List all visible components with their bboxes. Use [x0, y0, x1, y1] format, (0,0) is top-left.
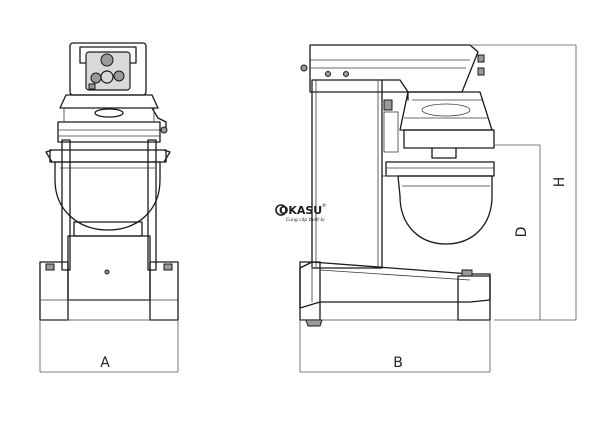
watermark-registered: ®: [322, 202, 327, 209]
side-bowl-rim: [385, 161, 495, 177]
dimension-label-b: B: [393, 355, 403, 371]
side-column: [311, 79, 383, 269]
front-bowl: [54, 161, 161, 231]
watermark-logo-text: OKASU: [279, 204, 322, 217]
side-control-button-top: [477, 54, 485, 63]
front-splash-guard: [57, 121, 161, 143]
speed-knob-center-icon: [100, 70, 114, 84]
lever-knob-icon: [160, 126, 168, 134]
side-splash-guard: [403, 129, 495, 149]
front-foot-block-left: [39, 261, 69, 321]
side-control-button-bottom: [477, 67, 485, 76]
side-bowl: [397, 175, 493, 245]
front-base-pedestal: [67, 235, 151, 301]
speed-knob-left-icon: [90, 72, 102, 84]
front-bowl-support: [73, 221, 143, 237]
side-foot: [305, 319, 323, 327]
side-head-neck: [381, 79, 409, 101]
dimension-b: B: [299, 320, 491, 373]
panel-switch-icon: [88, 83, 96, 90]
speed-knob-right-icon: [113, 70, 125, 82]
bowl-hook-right: [163, 149, 171, 163]
front-planetary-hub: [94, 108, 124, 118]
dimension-h: H: [470, 44, 577, 320]
watermark-tagline: Cung cấp thiết bị: [286, 216, 325, 223]
base-screw-icon: [104, 269, 110, 275]
side-base-front-block: [299, 261, 321, 321]
front-frame-column-right: [147, 139, 157, 271]
front-view: [39, 42, 179, 321]
side-base-rear-block: [457, 275, 491, 321]
timer-dial-icon: [100, 53, 114, 67]
front-frame-column-left: [61, 139, 71, 271]
side-head-arm: [309, 44, 479, 93]
dimension-label-a: A: [100, 355, 110, 371]
side-planetary-housing: [399, 91, 493, 131]
front-head-underside: [59, 94, 159, 109]
bowl-hook-left: [45, 149, 53, 163]
front-foot-block-right: [149, 261, 179, 321]
dimension-a: A: [39, 320, 179, 373]
okasu-watermark: OKASU ® Cung cấp thiết bị: [275, 202, 327, 223]
side-guard-handle: [431, 147, 457, 159]
bowl-lift-lever: [151, 107, 167, 131]
side-base: [299, 261, 491, 309]
side-view: [299, 44, 495, 327]
head-bolt-icon: [325, 71, 331, 77]
dimension-d: D: [494, 144, 576, 321]
dimension-label-d: D: [514, 227, 530, 238]
okasu-logo-icon: [275, 204, 287, 216]
dimension-label-h: H: [552, 177, 568, 188]
